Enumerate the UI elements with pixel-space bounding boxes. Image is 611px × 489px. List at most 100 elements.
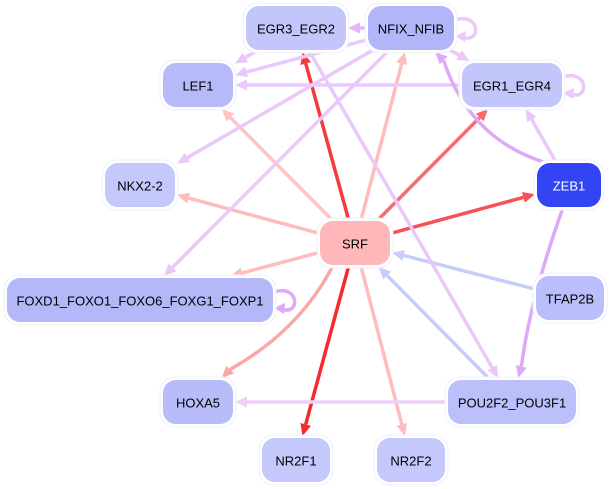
node-box xyxy=(448,380,576,424)
edge-srf-to-hoxa5 xyxy=(221,264,335,378)
node-hoxa5[interactable]: HOXA5 xyxy=(159,376,237,428)
node-label: FOXD1_FOXO1_FOXO6_FOXG1_FOXP1 xyxy=(16,294,263,309)
arrowhead xyxy=(235,66,249,78)
node-egr3-egr2[interactable]: EGR3_EGR2 xyxy=(242,2,350,54)
arrowhead xyxy=(475,109,489,122)
edge-line xyxy=(303,264,351,425)
arrowhead xyxy=(563,88,574,99)
edge-line xyxy=(307,49,494,369)
arrowhead xyxy=(396,52,408,65)
node-nfix-nfib[interactable]: NFIX_NFIB xyxy=(364,2,458,54)
arrowhead xyxy=(456,50,470,61)
node-label: LEF1 xyxy=(182,79,213,94)
arrowhead xyxy=(274,303,285,314)
edge-srf-to-foxd1-foxo1-foxo6-foxg1-foxp1 xyxy=(230,250,321,279)
node-box xyxy=(377,438,445,482)
edge-line xyxy=(229,116,335,223)
node-box xyxy=(537,163,601,207)
edge-line xyxy=(385,274,492,382)
node-box xyxy=(320,221,390,265)
node-foxd1-foxo1-foxo6-foxg1-foxp1[interactable]: FOXD1_FOXO1_FOXO6_FOXG1_FOXP1 xyxy=(3,274,277,326)
node-nkx2-2[interactable]: NKX2-2 xyxy=(101,159,179,211)
arrowhead xyxy=(221,109,235,122)
edge-zeb1-to-nfix-nfib xyxy=(435,52,548,165)
node-label: EGR1_EGR4 xyxy=(473,79,551,94)
arrowhead xyxy=(348,22,360,34)
arrowhead xyxy=(521,192,535,203)
edge-srf-to-egr1-egr4 xyxy=(375,109,489,223)
arrowhead xyxy=(396,423,408,436)
edge-line xyxy=(241,250,321,275)
edge-line xyxy=(442,59,548,165)
node-lef1[interactable]: LEF1 xyxy=(159,59,237,111)
node-label: POU2F2_POU3F1 xyxy=(458,396,566,411)
node-box xyxy=(246,6,346,50)
node-nr2f2[interactable]: NR2F2 xyxy=(373,434,449,486)
edge-srf-to-nfix-nfib xyxy=(359,52,408,222)
node-srf[interactable]: SRF xyxy=(316,217,394,269)
node-box xyxy=(105,163,175,207)
edge-line xyxy=(359,63,404,222)
arrowhead xyxy=(163,263,177,276)
arrowhead xyxy=(235,79,247,91)
node-label: NKX2-2 xyxy=(117,179,163,194)
arrowhead xyxy=(221,365,235,378)
edge-srf-to-nkx2-2 xyxy=(177,192,321,236)
edge-egr3-egr2-to-pou2f2-pou3f1 xyxy=(307,49,499,378)
edge-foxd1-foxo1-foxo6-foxg1-foxp1-to-foxd1-foxo1-foxo6-foxg1-foxp1 xyxy=(273,288,297,314)
edge-pou2f2-pou3f1-to-srf xyxy=(378,267,492,382)
node-label: SRF xyxy=(342,237,368,252)
self-loop-line xyxy=(273,288,297,312)
node-egr1-egr4[interactable]: EGR1_EGR4 xyxy=(458,59,566,111)
node-label: NR2F2 xyxy=(390,454,431,469)
node-box xyxy=(163,63,233,107)
arrowhead xyxy=(235,52,249,64)
node-label: TFAP2B xyxy=(546,292,594,307)
arrowhead xyxy=(487,364,499,378)
arrowhead xyxy=(177,192,191,204)
arrowhead xyxy=(455,31,466,42)
edge-line xyxy=(403,253,537,291)
self-loop-line xyxy=(562,73,586,97)
node-box xyxy=(7,278,273,322)
node-label: NR2F1 xyxy=(275,454,316,469)
arrowhead xyxy=(516,364,527,378)
node-zeb1[interactable]: ZEB1 xyxy=(533,159,605,211)
node-box xyxy=(262,438,330,482)
edge-line xyxy=(229,264,335,371)
arrowhead xyxy=(177,152,191,164)
node-nr2f1[interactable]: NR2F1 xyxy=(258,434,334,486)
arrowhead xyxy=(235,396,247,408)
arrowhead xyxy=(435,52,448,65)
node-tfap2b[interactable]: TFAP2B xyxy=(532,272,608,324)
node-label: HOXA5 xyxy=(176,396,220,411)
edge-line xyxy=(375,116,481,223)
node-box xyxy=(368,6,454,50)
node-pou2f2-pou3f1[interactable]: POU2F2_POU3F1 xyxy=(444,376,580,428)
node-box xyxy=(462,63,562,107)
edge-srf-to-nr2f2 xyxy=(358,264,408,436)
self-loop-line xyxy=(454,16,478,40)
edge-srf-to-lef1 xyxy=(221,109,335,223)
arrowhead xyxy=(378,267,392,280)
edge-nfix-nfib-to-nkx2-2 xyxy=(177,48,374,164)
edge-pou2f2-pou3f1-to-hoxa5 xyxy=(235,396,448,408)
node-label: ZEB1 xyxy=(553,179,586,194)
node-label: NFIX_NFIB xyxy=(378,22,444,37)
edge-line xyxy=(186,48,374,160)
edge-egr1-egr4-to-egr1-egr4 xyxy=(562,73,586,99)
edge-zeb1-to-egr1-egr4 xyxy=(525,109,558,164)
edge-line xyxy=(304,63,351,222)
arrowhead xyxy=(525,109,537,123)
node-box xyxy=(536,276,604,320)
edge-line xyxy=(530,118,558,164)
edge-srf-to-nr2f1 xyxy=(300,264,351,436)
edge-line xyxy=(358,264,404,425)
node-label: EGR3_EGR2 xyxy=(257,22,335,37)
edge-nfix-nfib-to-nfix-nfib xyxy=(454,16,478,42)
edge-line xyxy=(188,196,321,236)
edge-egr1-egr4-to-lef1 xyxy=(235,79,462,91)
arrowhead xyxy=(300,422,311,436)
